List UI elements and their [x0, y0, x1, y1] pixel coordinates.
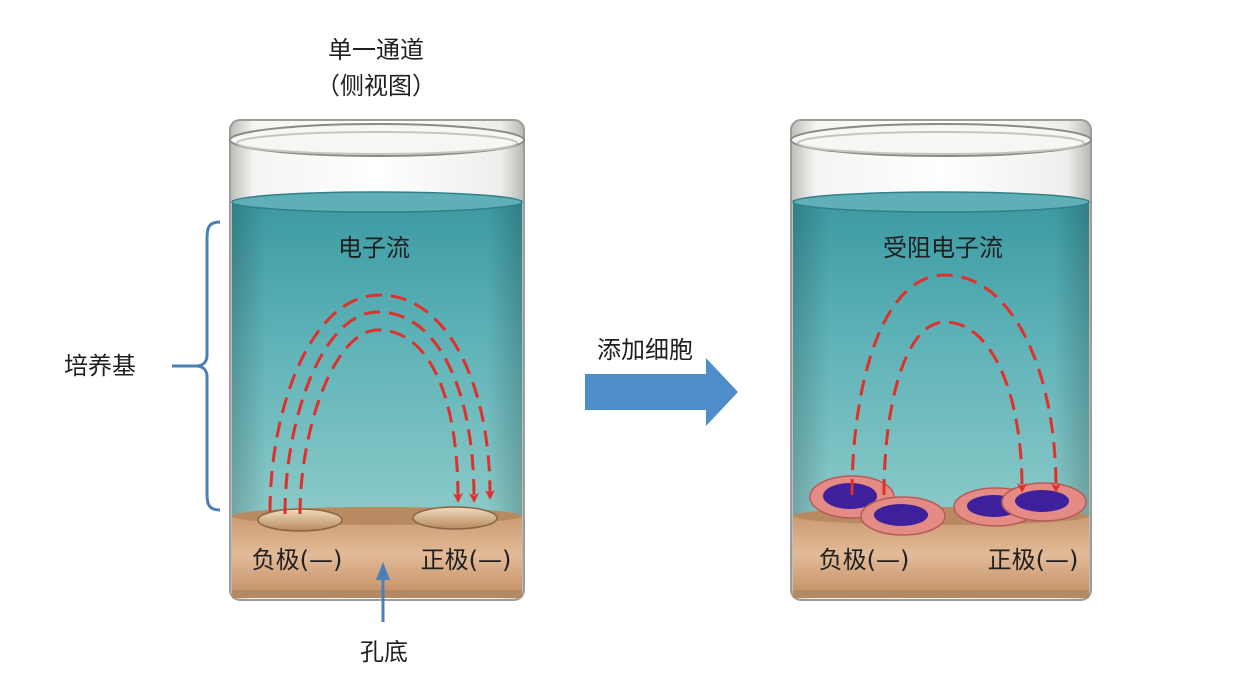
- left-current-arcs: [268, 293, 495, 515]
- right-current-arcs: [850, 273, 1061, 496]
- right-electrode-negative-label: 负极(—): [819, 546, 910, 574]
- right-well-rim: [790, 123, 1092, 157]
- cell-nucleus: [823, 483, 877, 509]
- cell-nucleus: [874, 504, 928, 526]
- right-current-label: 受阻电子流: [883, 234, 1003, 262]
- right-arc-outer: [850, 273, 1061, 496]
- left-electrode-positive: [412, 506, 498, 530]
- bottom-label: 孔底: [360, 638, 408, 666]
- bottom-pointer-head: [376, 562, 390, 580]
- left-well-rim: [229, 123, 525, 157]
- left-electrode-positive-label: 正极(—): [421, 546, 512, 574]
- right-well: 受阻电子流 负极(—) 正极(—): [790, 119, 1092, 601]
- right-arc-inner: [882, 320, 1027, 496]
- left-current-label: 电子流: [338, 234, 410, 262]
- right-well-base: [793, 515, 1089, 595]
- right-electrode-positive-label: 正极(—): [988, 546, 1079, 574]
- process-arrow-label: 添加细胞: [597, 336, 693, 364]
- left-arc-middle: [283, 310, 479, 515]
- medium-bracket: [195, 220, 221, 512]
- left-arc-inner: [298, 328, 463, 515]
- left-well: 电子流 负极(—) 正极(—): [229, 119, 525, 601]
- left-electrode-negative-label: 负极(—): [252, 546, 343, 574]
- left-arc-outer: [268, 293, 495, 513]
- process-arrow: [585, 358, 738, 426]
- title-line-1: 单一通道: [328, 36, 424, 64]
- cell-nucleus: [1015, 490, 1069, 512]
- right-cells: [809, 475, 1087, 536]
- title-line-2: （侧视图）: [316, 72, 436, 100]
- medium-label: 培养基: [64, 352, 136, 380]
